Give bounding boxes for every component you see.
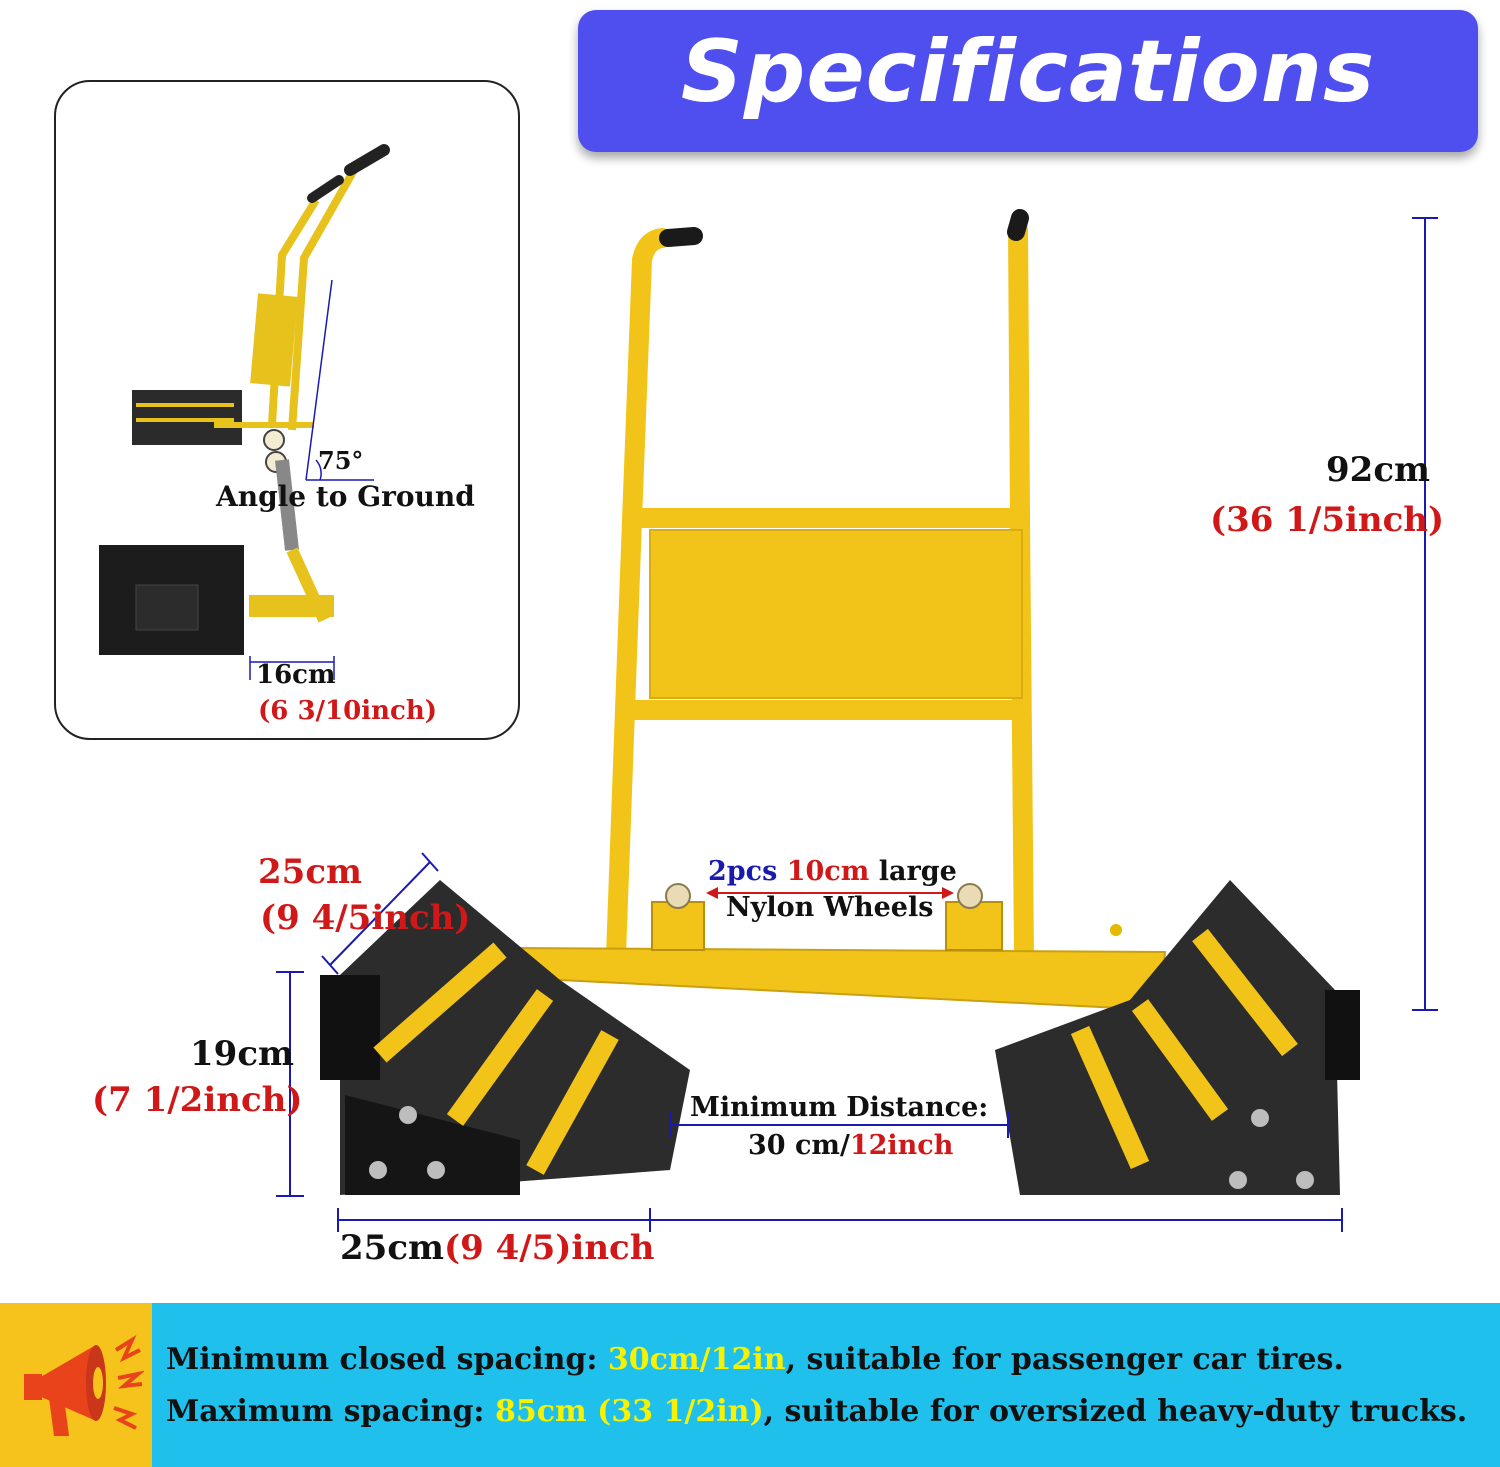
inset-width-inch: (6 3/10inch) [258,696,438,726]
chock-width-inch: (9 4/5)inch [444,1228,655,1268]
wheels-qty: 2pcs [708,856,778,887]
wheel-chock-set-illustration [276,209,1438,1232]
min-distance-inch: 12inch [849,1130,954,1161]
min-distance-label: Minimum Distance: [690,1092,989,1123]
wheels-type: Nylon Wheels [726,892,934,923]
angle-value: 75° [318,446,364,475]
line1-value: 30cm/12in [607,1342,786,1377]
wheels-size: 10cm [786,856,870,887]
height-inch: (36 1/5inch) [1210,500,1445,540]
chock-width-label: 25cm(9 4/5)inch [340,1228,654,1268]
height-cm: 92cm [1326,450,1430,490]
chock-length-inch: (9 4/5inch) [260,898,471,938]
inset-width-cm: 16cm [256,660,336,690]
line1-prefix: Minimum closed spacing: [166,1342,608,1377]
chock-height-cm: 19cm [190,1034,294,1074]
min-distance-cm: 30 cm/ [748,1130,850,1161]
wheels-large: large [878,856,957,887]
bottom-line-1: Minimum closed spacing: 30cm/12in, suita… [166,1342,1344,1377]
chock-height-inch: (7 1/2inch) [92,1080,303,1120]
wheels-label: 2pcs 10cm large [708,856,957,887]
chock-width-cm: 25cm [340,1228,444,1268]
line2-prefix: Maximum spacing: [166,1394,495,1429]
chock-length-cm: 25cm [258,852,362,892]
line2-value: 85cm (33 1/2in) [494,1394,764,1429]
line2-suffix: , suitable for oversized heavy-duty truc… [763,1394,1468,1429]
min-distance-value: 30 cm/12inch [748,1130,953,1161]
page-title: Specifications [680,22,1376,122]
info-bar [0,1303,1500,1467]
megaphone-icon [24,1334,144,1436]
specifications-banner [578,10,1478,152]
angle-label: Angle to Ground [216,480,475,513]
bottom-line-2: Maximum spacing: 85cm (33 1/2in), suitab… [166,1394,1467,1429]
line1-suffix: , suitable for passenger car tires. [785,1342,1344,1377]
folded-chock-illustration [99,144,390,680]
